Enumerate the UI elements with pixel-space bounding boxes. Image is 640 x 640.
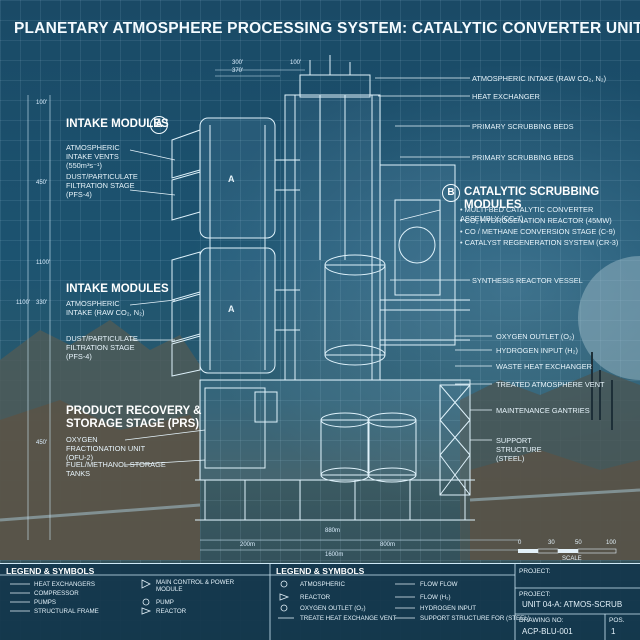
module-mark-a-mid: A	[228, 304, 235, 314]
label-oxygen-outlet: OXYGEN OUTLET (O₂)	[496, 332, 575, 341]
label-dust-filtration-mid: DUST/PARTICULATE FILTRATION STAGE (PFS-4…	[66, 334, 138, 361]
legend-atmospheric: ATMOSPHERIC	[300, 581, 345, 588]
rocks-right	[470, 450, 640, 560]
dim-left-1: 100'	[36, 100, 48, 106]
dim-left-3: 330'	[36, 300, 48, 306]
label-primary-scrubbing-beds-1: PRIMARY SCRUBBING BEDS	[472, 122, 574, 131]
module-mark-a-top: A	[228, 174, 235, 184]
product-recovery-title: PRODUCT RECOVERY & STORAGE STAGE (PRS)	[66, 405, 202, 430]
dim-top-3: 100'	[290, 60, 302, 66]
legend-flow-h2: FLOW (H₂)	[420, 594, 451, 601]
planet	[578, 256, 640, 380]
label-heat-exchanger: HEAT EXCHANGER	[472, 92, 540, 101]
legend-flow-flow: FLOW FLOW	[420, 581, 458, 588]
dim-bottom-1: 200m	[240, 542, 256, 548]
dim-left-4: 1100'	[16, 300, 31, 306]
legend-hydrogen-input: HYDROGEN INPUT	[420, 605, 477, 612]
legend-2-title: LEGEND & SYMBOLS	[276, 566, 365, 576]
catalytic-item-4: • CATALYST REGENERATION SYSTEM (CR-3)	[460, 238, 619, 247]
label-dust-filtration-top: DUST/PARTICULATE FILTRATION STAGE (PFS-4…	[66, 172, 138, 199]
label-atmospheric-intake-vents: ATMOSPHERIC INTAKE VENTS (550m³s⁻¹)	[66, 143, 120, 170]
legend-1-title: LEGEND & SYMBOLS	[6, 566, 95, 576]
label-support-structure: SUPPORT STRUCTURE (STEEL)	[496, 436, 542, 463]
label-waste-heat-exchanger: WASTE HEAT EXCHANGER	[496, 362, 592, 371]
title-block-project-label: PROJECT:	[519, 568, 551, 575]
dim-left-6: 450'	[36, 440, 48, 446]
scale-bar	[518, 548, 617, 554]
legend-support-structure: SUPPORT STRUCTURE FOR (STEEL)	[420, 615, 530, 622]
legend-pump: PUMP	[156, 599, 174, 606]
dim-left-5: 1100'	[36, 260, 51, 266]
badge-b: B	[442, 184, 460, 202]
legend-heat-exchangers: HEAT EXCHANGERS	[34, 581, 95, 588]
title-block-pos-value: 1	[611, 627, 616, 636]
label-fuel-storage: FUEL/METHANOL STORAGE TANKS	[66, 460, 166, 478]
legend-compressor: COMPRESSOR	[34, 590, 79, 597]
catalytic-item-3: • CO / METHANE CONVERSION STAGE (C-9)	[460, 227, 616, 236]
scale-label: SCALE	[562, 556, 582, 562]
catalytic-item-2: • CO₂ HYDROGENATION REACTOR (45MW)	[460, 216, 612, 225]
title-block-pos-label: POS.	[609, 617, 625, 624]
legend-pumps: PUMPS	[34, 599, 57, 606]
scale-tick-50: 50	[575, 540, 582, 546]
legend-oxygen-outlet: OXYGEN OUTLET (O₂)	[300, 605, 366, 612]
scale-tick-30: 30	[548, 540, 555, 546]
legend-treate-heat-exchange: TREATE HEAT EXCHANGE VENT	[300, 615, 397, 622]
leader-lines	[124, 77, 492, 466]
dim-left-2: 450'	[36, 180, 48, 186]
dim-top-2: 370'	[232, 68, 244, 74]
dim-top-1: 300'	[232, 60, 244, 66]
title-block-drawing-value: ACP-BLU-001	[522, 627, 573, 636]
machine-linework	[171, 55, 475, 521]
label-maintenance-gantries: MAINTENANCE GANTRIES	[496, 406, 590, 415]
label-primary-scrubbing-beds-2: PRIMARY SCRUBBING BEDS	[472, 153, 574, 162]
legend-panel: LEGEND & SYMBOLS HEAT EXCHANGERS COMPRES…	[0, 563, 640, 640]
legend-reactor: REACTOR	[156, 608, 187, 615]
scale-tick-0: 0	[518, 540, 522, 546]
label-atmospheric-intake-raw: ATMOSPHERIC INTAKE (RAW CO₂, N₂)	[66, 299, 145, 317]
distant-towers	[591, 352, 613, 430]
title-block-drawing-label: DRAWING NO:	[519, 617, 564, 624]
intake-modules-top-title: INTAKE MODULES	[66, 118, 169, 130]
label-oxygen-fractionation: OXYGEN FRACTIONATION UNIT (OFU-2)	[66, 435, 145, 462]
legend-reactor-2: REACTOR	[300, 594, 331, 601]
dim-bottom-2: 800m	[380, 542, 396, 548]
dim-bottom-3: 1600m	[325, 552, 344, 558]
label-hydrogen-input: HYDROGEN INPUT (H₂)	[496, 346, 578, 355]
dim-bottom-4: 880m	[325, 528, 341, 534]
label-synthesis-reactor-vessel: SYNTHESIS REACTOR VESSEL	[472, 276, 583, 285]
catalytic-item-1: • MULTI-BED CATALYTIC CONVERTER ASSEMBLY…	[460, 205, 594, 223]
legend-main-control: MAIN CONTROL & POWER MODULE	[156, 579, 235, 593]
intake-modules-mid-title: INTAKE MODULES	[66, 283, 169, 295]
legend-structural-frame: STRUCTURAL FRAME	[34, 608, 99, 615]
badge-a: A	[150, 116, 168, 134]
page-title: PLANETARY ATMOSPHERE PROCESSING SYSTEM: …	[14, 20, 640, 37]
catalytic-modules-title: CATALYTIC SCRUBBING MODULES	[464, 186, 600, 211]
scale-tick-100: 100	[606, 540, 617, 546]
title-block-project-value: UNIT 04-A: ATMOS-SCRUB	[522, 600, 623, 609]
dimension-lines	[27, 69, 520, 551]
ground-pipes	[0, 488, 640, 522]
label-atmospheric-intake-right: ATMOSPHERIC INTAKE (RAW CO₂, N₂)	[472, 74, 607, 83]
title-block-project-label-2: PROJECT:	[519, 591, 551, 598]
label-treated-atmosphere-vent: TREATED ATMOSPHERE VENT	[496, 380, 605, 389]
legend-dividers	[0, 564, 640, 640]
